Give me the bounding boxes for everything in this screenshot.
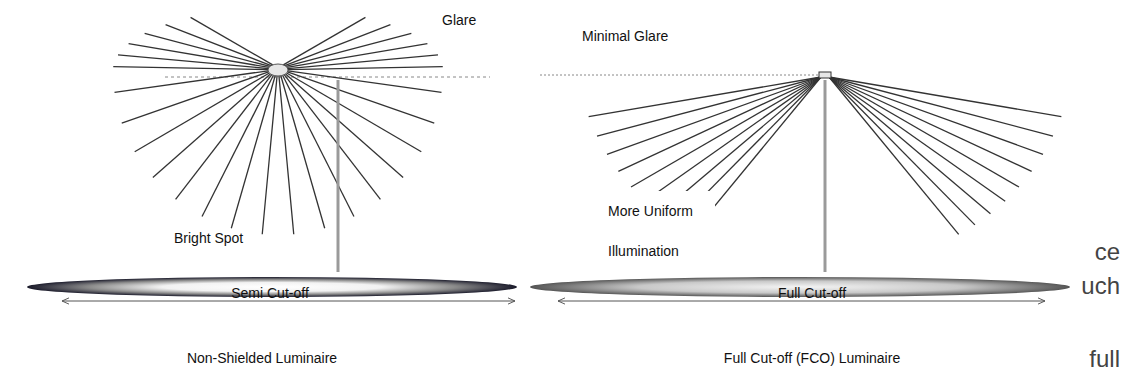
light-ray [283,17,365,64]
pole [824,80,827,272]
light-ray [829,77,1053,136]
cutoff-label: Full Cut-off [778,285,846,302]
light-ray [166,25,272,66]
light-ray [283,75,354,216]
light-ray [597,77,821,136]
light-ray [288,67,443,70]
light-ray [191,17,273,64]
light-ray [135,73,270,152]
light-ray [829,77,959,234]
cutoff-label: Semi Cut-off [231,285,309,302]
light-ray [115,71,269,93]
luminaire-head [819,72,831,78]
luminaire-head [268,64,288,76]
light-ray [281,76,325,228]
light-ray [631,77,821,187]
horizon-line [540,75,820,76]
light-ray [645,77,821,201]
light-ray [262,76,277,234]
light-ray [287,73,422,152]
pole [337,80,340,272]
illumination-label: More Uniform Illumination [606,191,715,271]
luminaire-caption: Full Cut-off (FCO) Luminaire [724,350,900,367]
light-ray [618,77,821,171]
light-ray [122,72,269,123]
light-ray [286,74,404,178]
bright-spot-label: Bright Spot [172,230,245,247]
light-ray [202,75,273,216]
text-fragment: full [1089,345,1120,373]
light-ray [287,44,427,68]
glare-label: Minimal Glare [580,28,670,45]
luminaire-caption: Non-Shielded Luminaire [187,350,337,367]
light-ray [153,74,271,178]
light-ray [829,77,990,214]
light-ray [829,77,1032,171]
light-ray [288,71,442,93]
light-ray [829,77,1019,187]
light-ray [118,55,268,69]
light-rays [113,17,442,234]
light-ray [829,77,975,225]
text-fragment: uch [1081,272,1120,300]
light-ray [145,33,270,66]
light-ray [829,77,1005,201]
glare-label: Glare [440,12,478,29]
light-ray [279,76,294,234]
light-ray [287,72,434,123]
light-ray [176,75,272,200]
text-fragment: ce [1095,238,1120,266]
